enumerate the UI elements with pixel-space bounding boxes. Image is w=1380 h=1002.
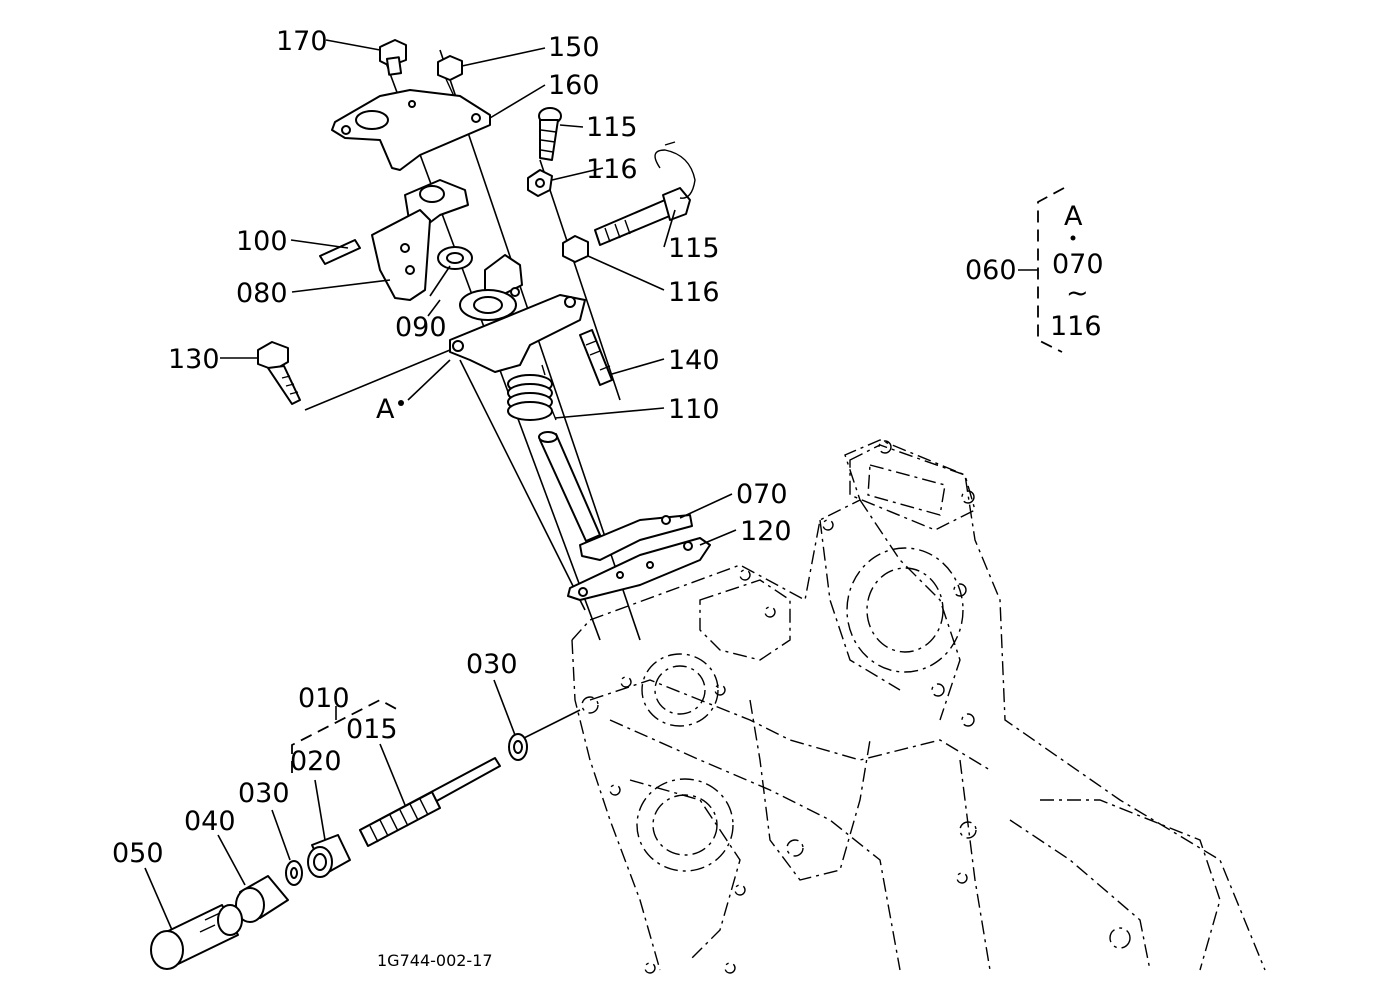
part-030-washer-lower [285,860,303,886]
label-160: 160 [548,70,600,101]
part-120-gasket [567,537,711,601]
part-110-spring [507,364,557,421]
legend-from-070: 070 [1052,249,1104,280]
legend-to-116: 116 [1050,311,1102,342]
part-130-bolt [257,341,301,405]
label-015: 015 [346,714,398,745]
part-040-cap [235,875,289,923]
legend-range-sign: ~ [1066,278,1089,309]
label-040: 040 [184,806,236,837]
label-100: 100 [236,226,288,257]
part-116-nut-lower [562,235,589,263]
assembly-legend: 060 A 070 ~ 116 [965,187,1104,353]
label-170: 170 [276,26,328,57]
part-050-sleeve [150,904,243,970]
legend-dot [1070,235,1076,241]
label-070: 070 [736,479,788,510]
part-170-bolt [379,39,407,76]
part-080-fork [371,209,431,301]
part-020-sleeve [307,834,351,878]
part-wire-seal [654,141,696,199]
part-090-ring [437,246,473,270]
label-080: 080 [236,278,288,309]
label-150: 150 [548,32,600,63]
label-115-lower: 115 [668,233,720,264]
label-030-lower: 030 [238,778,290,809]
part-116-nut-upper [527,169,553,197]
label-116-lower: 116 [668,277,720,308]
gear-case-housing [571,439,1266,974]
label-116-upper: 116 [586,154,638,185]
part-a-housing [449,254,586,373]
drawing-code: 1G744-002-17 [377,951,493,970]
part-labels: 170 150 160 115 116 100 115 080 116 090 … [112,26,792,970]
label-010: 010 [298,683,350,714]
legend-parent-060: 060 [965,255,1017,286]
part-115-bolt-upper [538,107,562,161]
label-140: 140 [668,345,720,376]
part-115-bolt-long [594,187,691,246]
part-140-stud [579,329,613,386]
label-130: 130 [168,344,220,375]
part-160-bracket [331,89,491,171]
group-010-bracket [291,698,403,773]
part-030-washer-upper [508,733,528,761]
label-030-upper: 030 [466,649,518,680]
part-070-shaft-lever [538,431,693,561]
label-a: A [376,394,395,425]
label-115-upper: 115 [586,112,638,143]
legend-head-a: A [1064,201,1083,232]
part-015-rod [359,757,501,847]
leaders [144,39,737,931]
label-110: 110 [668,394,720,425]
label-120: 120 [740,516,792,547]
part-100-pin [319,239,361,265]
label-090: 090 [395,312,447,343]
label-050: 050 [112,838,164,869]
label-020: 020 [290,746,342,777]
